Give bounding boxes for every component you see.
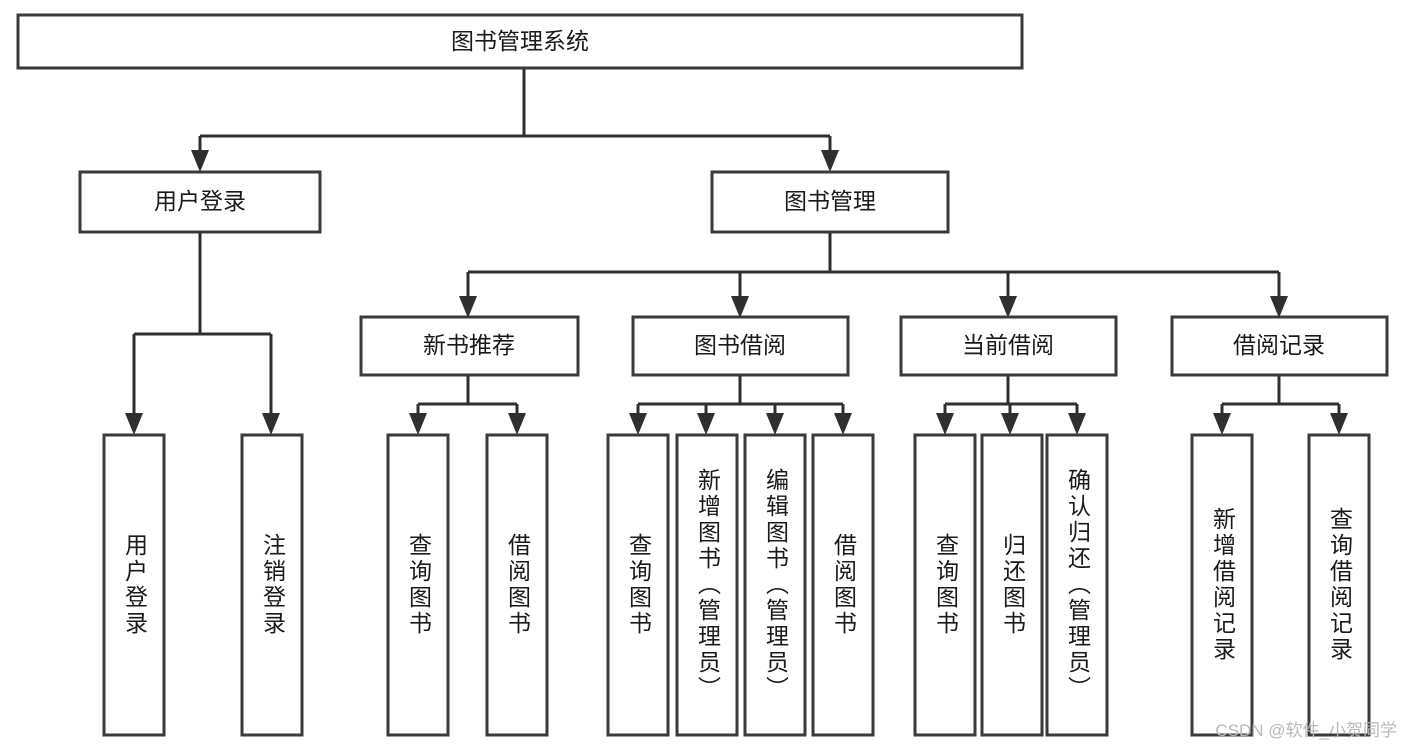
node-book-borrow-box[interactable] [631,315,850,377]
node-current-borrow-box[interactable] [899,315,1118,377]
leaf-box-11[interactable] [1190,433,1254,737]
leaf-box-4[interactable] [606,433,670,737]
leaf-box-9[interactable] [980,433,1044,737]
arrow-leaf-add-book [697,413,715,435]
arrow-leaf-query-book-3 [936,413,954,435]
node-root-box[interactable] [16,13,1024,70]
arrow-leaf-borrow-book-2 [834,413,852,435]
node-borrow-record-label: 借阅记录 [1233,332,1325,358]
leaf-box-5[interactable] [675,433,739,737]
node-new-book-recommend-box[interactable] [359,315,580,377]
arrow-leaf-query-record [1330,413,1348,435]
arrow-leaf-borrow-book-1 [508,413,526,435]
node-user-login-label: 用户登录 [154,188,246,214]
connector-group [125,68,1348,435]
node-user-login-box[interactable] [78,170,322,234]
arrow-leaf-logout [262,413,280,435]
csdn-watermark: CSDN @软件_小贺同学 [1215,721,1397,740]
arrow-leaf-confirm-return [1068,413,1086,435]
arrow-leaf-user-login [125,413,143,435]
arrow-leaf-query-book-1 [409,413,427,435]
arrow-to-user-login [191,150,209,172]
arrow-to-borrow [731,296,749,318]
node-current-borrow-label: 当前借阅 [962,332,1054,358]
node-book-management-label: 图书管理 [784,188,876,214]
leaf-box-7[interactable] [811,433,875,737]
node-book-management-box[interactable] [710,170,950,234]
leaf-box-8[interactable] [913,433,977,737]
arrow-to-current [999,296,1017,318]
leaf-box-2[interactable] [386,433,450,737]
arrow-leaf-query-book-2 [629,413,647,435]
leaf-box-1[interactable] [240,433,304,737]
leaf-box-3[interactable] [485,433,549,737]
node-book-borrow-label: 图书借阅 [694,332,786,358]
leaf-box-0[interactable] [102,433,166,737]
arrow-leaf-return-book [1001,413,1019,435]
node-new-book-recommend-label: 新书推荐 [423,332,515,358]
node-root-label: 图书管理系统 [451,28,589,54]
arrow-to-book-mgmt [821,150,839,172]
leaf-box-6[interactable] [743,433,807,737]
arrow-leaf-add-record [1213,413,1231,435]
arrow-leaf-edit-book [766,413,784,435]
node-label-group: 图书管理系统 用户登录 图书管理 新书推荐 图书借阅 当前借阅 借阅记录 [154,28,1325,358]
arrow-to-newbook [459,296,477,318]
arrow-to-record [1270,296,1288,318]
node-box-group [16,13,1389,737]
node-borrow-record-box[interactable] [1170,315,1389,377]
leaf-box-12[interactable] [1307,433,1371,737]
leaf-box-10[interactable] [1045,433,1109,737]
